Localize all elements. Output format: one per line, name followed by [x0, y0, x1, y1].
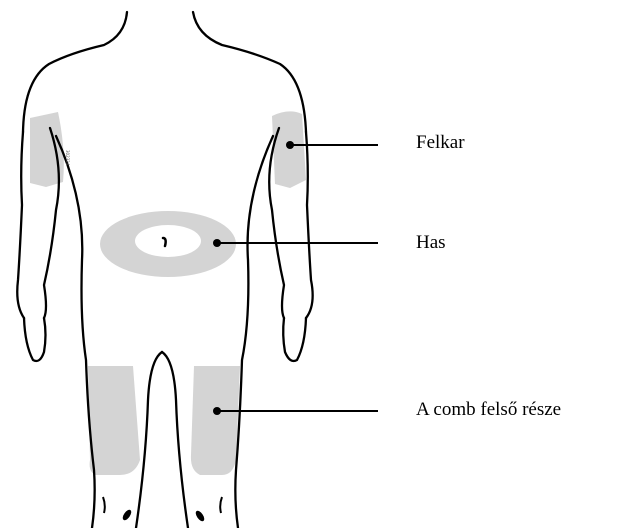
dot-abdomen — [213, 239, 221, 247]
left-arm-outer — [17, 132, 24, 318]
right-arm-outer — [306, 132, 313, 318]
label-abdomen: Has — [416, 233, 446, 252]
left-hand — [24, 318, 46, 361]
torso-right-side — [235, 136, 273, 528]
right-knee-mark — [194, 509, 206, 522]
inner-leg-left — [136, 352, 162, 528]
right-hand — [283, 318, 306, 361]
dot-thigh — [213, 407, 221, 415]
inner-leg-right — [162, 352, 188, 528]
left-knee-mark — [121, 508, 133, 521]
left-neck-shoulder — [23, 12, 127, 132]
dot-upper-arm — [286, 141, 294, 149]
navel — [163, 238, 166, 246]
left-thigh-area — [88, 366, 140, 475]
right-knee-line — [220, 497, 222, 513]
left-knee-line — [103, 497, 105, 513]
right-thigh-area — [191, 366, 240, 475]
right-upper-arm-area — [272, 111, 306, 188]
tiny-mark: 302324 — [65, 150, 70, 166]
label-thigh: A comb felső része — [416, 400, 561, 419]
torso-left-side — [56, 136, 95, 528]
label-upper-arm: Felkar — [416, 133, 465, 152]
